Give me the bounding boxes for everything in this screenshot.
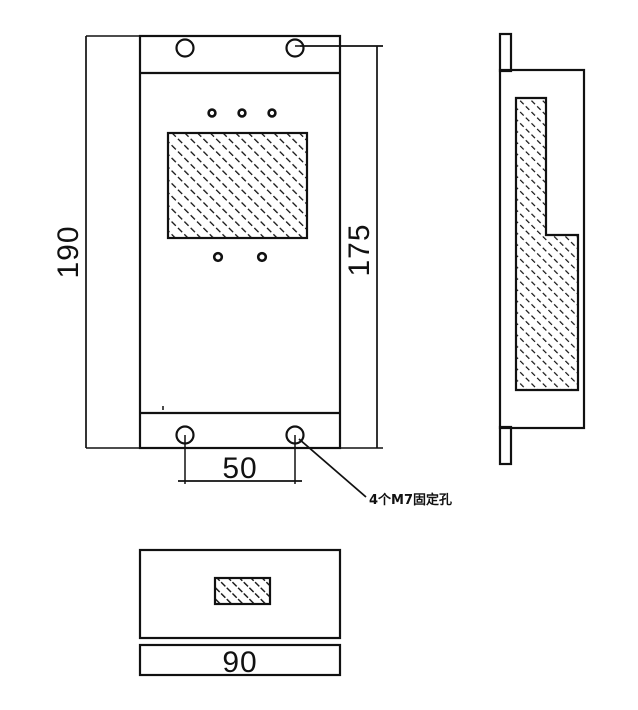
- front-view: [138, 34, 342, 450]
- dim-90-label: 90: [222, 646, 257, 679]
- display-window-hatched-panel: [166, 131, 309, 240]
- mounting-hole-top-left: [175, 38, 195, 58]
- side-view-bottom-flange: [498, 425, 513, 466]
- dimension-overall-height-190: 190: [52, 35, 146, 449]
- dimension-overall-width-90: 90: [140, 646, 340, 679]
- connector-slot-hatched: [213, 576, 272, 606]
- side-view: [498, 32, 586, 466]
- small-hole-top-2: [237, 108, 247, 118]
- mounting-hole-leader-line: [298, 438, 367, 498]
- front-view-body-outline: [138, 34, 342, 450]
- dimension-hole-spacing-50: 50: [178, 435, 302, 485]
- dim-190-label: 190: [52, 225, 85, 278]
- side-view-body-outline: [498, 68, 586, 430]
- bottom-view-body-outline: [138, 548, 342, 640]
- bottom-view: [138, 548, 342, 677]
- mounting-hole-top-right: [285, 38, 305, 58]
- small-hole-top-1: [207, 108, 217, 118]
- dim-175-label: 175: [343, 223, 376, 276]
- side-view-top-flange: [498, 32, 513, 73]
- dim-50-label: 50: [222, 452, 257, 485]
- small-hole-top-3: [267, 108, 277, 118]
- side-view-l-section-hatched: [514, 96, 580, 392]
- mounting-hole-note-label: 4个M7固定孔: [369, 492, 452, 508]
- mounting-hole-note-group: 4个M7固定孔: [298, 438, 452, 508]
- small-hole-bottom-1: [212, 251, 224, 263]
- small-hole-bottom-2: [256, 251, 268, 263]
